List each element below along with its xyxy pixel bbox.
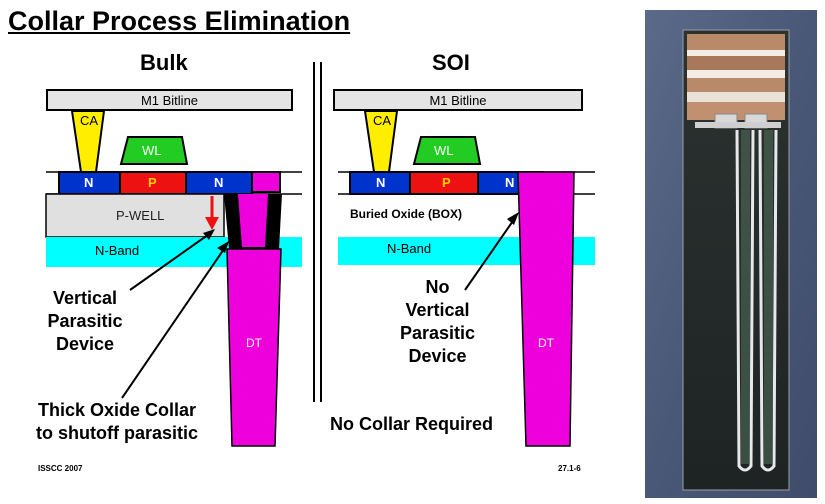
bulk-ca-label: CA: [80, 113, 99, 128]
bulk-dt-label: DT: [246, 336, 262, 350]
bulk-dt-cap: [251, 171, 281, 193]
soi-annot-line3: Parasitic: [399, 323, 476, 343]
bulk-pwell: [45, 193, 225, 238]
soi-no-vertical-annotation: No Vertical Parasitic Device: [380, 276, 495, 368]
bulk-heading: Bulk: [140, 50, 188, 75]
soi-box-label: Buried Oxide (BOX): [350, 207, 463, 221]
soi-wl-label: WL: [434, 143, 454, 158]
bulk-n2-label: N: [214, 175, 224, 190]
divider-right: [320, 62, 322, 402]
soi-bitline: M1 Bitline: [333, 89, 583, 111]
soi-wl-gate: [412, 136, 482, 165]
soi-dt-label: DT: [538, 336, 554, 350]
bulk-cross-section: [45, 110, 302, 447]
soi-p-label: P: [442, 175, 451, 190]
soi-nband-label: N-Band: [387, 241, 432, 256]
bulk-vertical-line3: Device: [55, 334, 115, 354]
bulk-collar-annotation: Thick Oxide Collar to shutoff parasitic: [22, 399, 212, 445]
footer-right: 27.1-6: [558, 464, 581, 473]
soi-heading: SOI: [432, 50, 470, 75]
soi-ca-label: CA: [373, 113, 392, 128]
bulk-bitline: M1 Bitline: [46, 89, 293, 111]
divider-left: [313, 62, 315, 402]
trench-cross-section-photo: [645, 10, 817, 498]
soi-no-collar-annotation: No Collar Required: [330, 414, 494, 434]
soi-cross-section: [338, 110, 595, 447]
bulk-pwell-label: P-WELL: [116, 208, 165, 223]
bulk-wl-label: WL: [142, 143, 162, 158]
soi-deep-trench: [517, 171, 575, 447]
bulk-vertical-line2: Parasitic: [47, 311, 123, 331]
bulk-collar-line2: to shutoff parasitic: [35, 423, 198, 443]
bulk-vertical-parasitic-annotation: Vertical Parasitic Device: [40, 287, 130, 356]
bulk-nband-label: N-Band: [95, 243, 140, 258]
soi-n1-label: N: [376, 175, 386, 190]
soi-annot-line4: Device: [408, 346, 467, 366]
bulk-p-label: P: [148, 175, 157, 190]
slide-title: Collar Process Elimination: [8, 6, 351, 36]
bulk-collar-line1: Thick Oxide Collar: [37, 400, 197, 420]
soi-annot-line2: Vertical: [405, 300, 470, 320]
footer-left: ISSCC 2007: [38, 464, 83, 473]
soi-annot-line1: No: [425, 277, 450, 297]
bulk-deep-trench: [226, 248, 282, 447]
bulk-vertical-line1: Vertical: [52, 288, 118, 308]
bulk-wl-gate: [119, 136, 189, 165]
bulk-n1-label: N: [84, 175, 94, 190]
soi-n2-label: N: [505, 175, 515, 190]
